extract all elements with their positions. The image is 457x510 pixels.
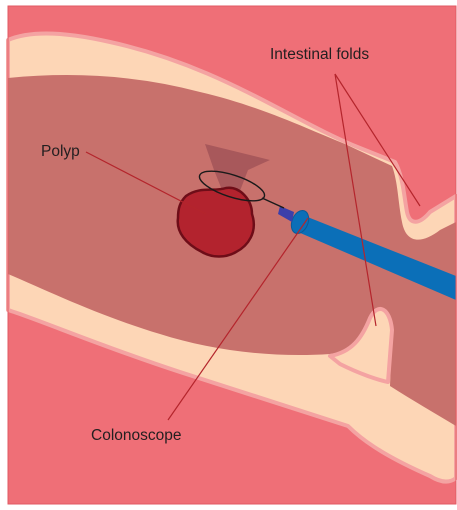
label-intestinal-folds: Intestinal folds	[270, 46, 369, 63]
label-colonoscope: Colonoscope	[91, 427, 181, 444]
label-polyp: Polyp	[41, 143, 80, 160]
